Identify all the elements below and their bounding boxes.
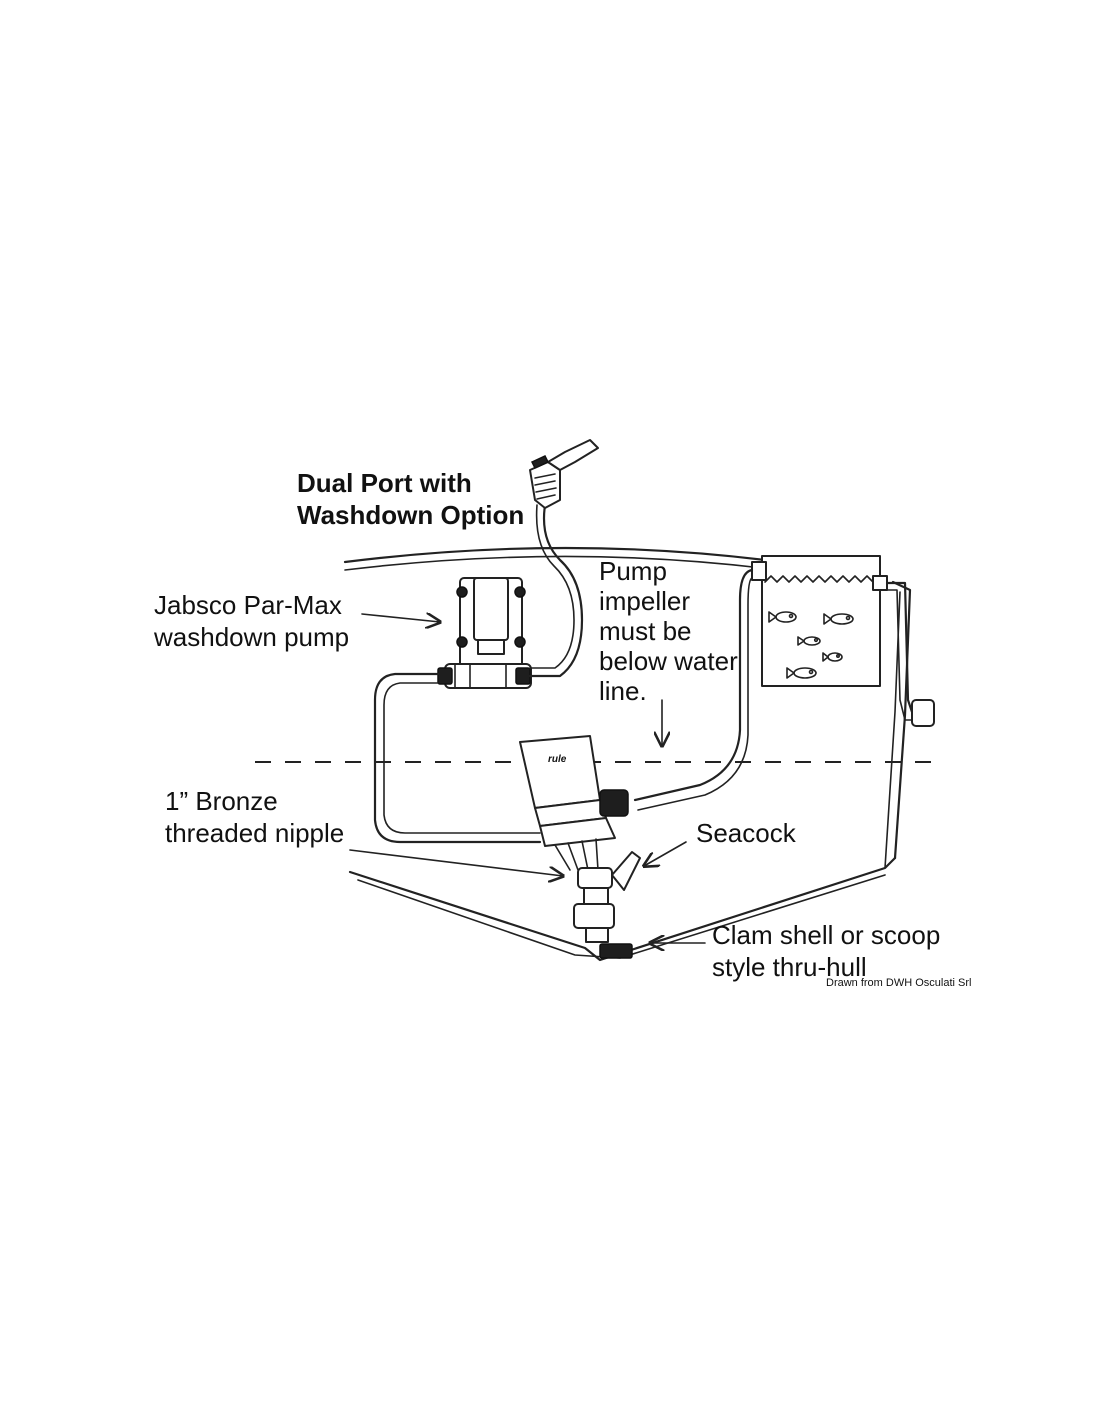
impeller-label-line5: line. — [599, 676, 647, 706]
overflow-pipe-inner — [886, 589, 919, 721]
seacock-label: Seacock — [696, 818, 797, 848]
overflow-fitting — [911, 699, 935, 727]
livewell-feed-hose-inner — [637, 577, 753, 811]
nozzle-hose — [528, 503, 584, 678]
hull-bottom — [348, 856, 897, 962]
credit-label: Drawn from DWH Osculati Srl — [826, 977, 971, 989]
livewell-water — [764, 575, 878, 583]
diagram-title-line1: Dual Port with — [297, 468, 472, 498]
impeller-label-line4: below water — [599, 646, 738, 676]
spray-nozzle — [529, 439, 599, 509]
nipple-label-line2: threaded nipple — [165, 818, 344, 848]
intake-hose — [373, 672, 542, 844]
pump-arrow — [361, 614, 440, 622]
livewell-feed-hose — [633, 568, 754, 802]
fish-group — [768, 611, 854, 679]
diagram-title-line2: Washdown Option — [297, 500, 524, 530]
impeller-label-line3: must be — [599, 616, 692, 646]
hull-bottom-inner — [357, 874, 886, 959]
thruhull-label-line1: Clam shell or scoop — [712, 920, 940, 950]
deck-line — [343, 546, 767, 564]
fish-icon — [822, 652, 843, 662]
rule-pump: rule — [519, 735, 629, 871]
nipple-arrow — [349, 849, 563, 876]
livewell-inlet-fitting — [751, 561, 767, 581]
overflow-pipe — [885, 581, 920, 714]
intake-hose-inner — [383, 682, 541, 834]
impeller-label-line2: impeller — [599, 586, 690, 616]
fish-icon — [823, 613, 854, 625]
rule-brand-label: rule — [548, 754, 567, 765]
nipple-label-line1: 1” Bronze — [165, 786, 278, 816]
impeller-label-line1: Pump — [599, 556, 667, 586]
seacock-arrow — [644, 841, 687, 866]
fish-icon — [786, 667, 817, 679]
washdown-pump — [437, 577, 532, 689]
pump-label-line1: Jabsco Par-Max — [154, 590, 342, 620]
nozzle-hose-inner — [529, 504, 575, 669]
seacock-assembly — [573, 851, 641, 959]
pump-label-line2: washdown pump — [153, 622, 349, 652]
fish-icon — [768, 611, 797, 623]
deck-line-inner — [344, 555, 763, 571]
fish-icon — [797, 636, 821, 646]
thruhull-label-line2: style thru-hull — [712, 952, 867, 982]
livewell-outlet-fitting — [872, 575, 888, 591]
